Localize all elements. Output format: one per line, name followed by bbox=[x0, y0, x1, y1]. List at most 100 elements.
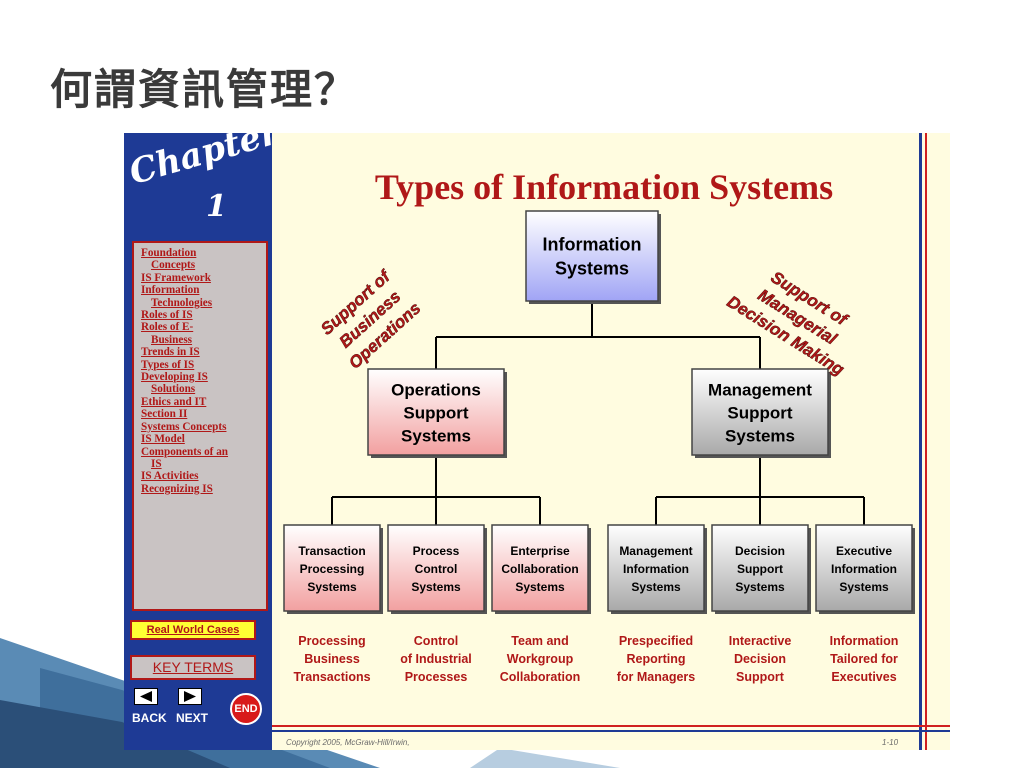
chapter-word: Chapter bbox=[124, 133, 283, 193]
node-leaf bbox=[491, 524, 589, 612]
node-leaf bbox=[387, 524, 485, 612]
leaf-description: Reporting bbox=[626, 652, 685, 666]
chapter-nav-link[interactable]: Systems Concepts bbox=[141, 421, 262, 433]
node-leaf-text: Systems bbox=[839, 580, 889, 594]
node-leaf-text: Control bbox=[415, 562, 458, 576]
chapter-nav-link[interactable]: Developing IS bbox=[141, 371, 262, 383]
chapter-nav-link-text: Developing IS bbox=[141, 371, 208, 384]
node-information-systems-text: Information bbox=[543, 235, 642, 255]
node-leaf bbox=[607, 524, 705, 612]
chapter-nav-link[interactable]: IS Activities bbox=[141, 470, 262, 482]
chapter-badge: Chapter 1 bbox=[125, 133, 283, 225]
node-operations-support-text: Operations bbox=[391, 380, 481, 399]
chapter-nav-link[interactable]: Business bbox=[141, 334, 262, 346]
next-label: NEXT bbox=[176, 711, 209, 725]
footer-rule bbox=[272, 725, 950, 727]
chapter-nav-link[interactable]: IS bbox=[141, 458, 262, 470]
slide-heading: Types of Information Systems bbox=[375, 167, 833, 207]
copyright: Copyright 2005, McGraw-Hill/Irwin, bbox=[286, 738, 410, 747]
chapter-nav-link-text: Roles of IS bbox=[141, 309, 193, 322]
node-operations-support-text: Support bbox=[403, 403, 468, 422]
node-leaf-text: Processing bbox=[300, 562, 365, 576]
chapter-nav-link[interactable]: IS Model bbox=[141, 433, 262, 445]
chapter-nav-link-text: IS Framework bbox=[141, 271, 211, 284]
node-leaf-text: Information bbox=[831, 562, 897, 576]
chapter-nav-link-text: Foundation bbox=[141, 247, 197, 259]
leaf-description: Control bbox=[414, 634, 458, 648]
key-terms-button[interactable]: KEY TERMS bbox=[130, 655, 256, 680]
node-information-systems-text: Systems bbox=[555, 259, 629, 279]
node-leaf bbox=[711, 524, 809, 612]
node-leaf-text: Decision bbox=[735, 544, 785, 558]
chapter-nav-link-text: Recognizing IS bbox=[141, 482, 213, 495]
leaf-description: Tailored for bbox=[830, 652, 898, 666]
chapter-nav-link[interactable]: Roles of IS bbox=[141, 309, 262, 321]
slide-page-number: 1-10 bbox=[882, 738, 899, 747]
back-button[interactable] bbox=[134, 688, 158, 705]
triangle-right-icon bbox=[184, 691, 196, 702]
chapter-nav-link[interactable]: Ethics and IT bbox=[141, 396, 262, 408]
chapter-nav-link-text: Technologies bbox=[151, 296, 213, 309]
node-operations-support-text: Systems bbox=[401, 426, 471, 445]
chapter-nav-link[interactable]: Information bbox=[141, 284, 262, 296]
node-leaf-text: Systems bbox=[411, 580, 461, 594]
chapter-nav-link[interactable]: Concepts bbox=[141, 259, 262, 271]
chapter-nav-link[interactable]: Section II bbox=[141, 408, 262, 420]
chapter-nav-link[interactable]: IS Framework bbox=[141, 272, 262, 284]
chapter-nav-link-text: Ethics and IT bbox=[141, 395, 207, 408]
chapter-nav-link-text: Concepts bbox=[151, 259, 196, 272]
chapter-number: 1 bbox=[206, 189, 227, 224]
leaf-description: Team and bbox=[511, 634, 568, 648]
end-button[interactable]: END bbox=[230, 693, 262, 725]
real-world-cases-button[interactable]: Real World Cases bbox=[130, 620, 256, 640]
node-leaf-text: Systems bbox=[515, 580, 565, 594]
leaf-description: Information bbox=[830, 634, 899, 648]
node-leaf-text: Information bbox=[623, 562, 689, 576]
node-information-systems bbox=[525, 210, 659, 302]
leaf-description: Processing bbox=[298, 634, 365, 648]
chapter-nav-link-text: Information bbox=[141, 284, 200, 297]
leaf-description: Transactions bbox=[293, 670, 370, 684]
leaf-description: Interactive bbox=[729, 634, 792, 648]
chapter-nav-link[interactable]: Solutions bbox=[141, 383, 262, 395]
chapter-nav-link-text: Trends in IS bbox=[141, 346, 200, 359]
node-leaf-text: Enterprise bbox=[510, 544, 570, 558]
chapter-nav-link[interactable]: Roles of E- bbox=[141, 321, 262, 333]
leaf-description: Support bbox=[736, 670, 785, 684]
chapter-nav-link-text: Systems Concepts bbox=[141, 420, 227, 433]
leaf-description: Business bbox=[304, 652, 360, 666]
node-leaf-text: Support bbox=[737, 562, 783, 576]
node-leaf bbox=[815, 524, 913, 612]
back-label: BACK bbox=[132, 711, 167, 725]
node-leaf-text: Systems bbox=[735, 580, 785, 594]
chapter-nav-link[interactable]: Foundation bbox=[141, 247, 262, 259]
node-leaf-text: Systems bbox=[631, 580, 681, 594]
node-leaf-text: Executive bbox=[836, 544, 892, 558]
chapter-nav-link-text: IS bbox=[151, 457, 162, 470]
leaf-description: Collaboration bbox=[500, 670, 581, 684]
node-operations-support bbox=[367, 368, 505, 456]
leaf-description: Processes bbox=[405, 670, 468, 684]
chapter-nav-link-text: IS Activities bbox=[141, 470, 199, 483]
triangle-left-icon bbox=[140, 691, 152, 702]
node-leaf-text: Transaction bbox=[298, 544, 365, 558]
leaf-description: Prespecified bbox=[619, 634, 693, 648]
leaf-description: Decision bbox=[734, 652, 786, 666]
leaf-description: for Managers bbox=[617, 670, 696, 684]
chapter-nav-link-text: Solutions bbox=[151, 383, 196, 396]
chapter-nav-link[interactable]: Recognizing IS bbox=[141, 483, 262, 495]
chapter-nav-link-text: Section II bbox=[141, 408, 188, 421]
page-title: 何謂資訊管理？ bbox=[50, 65, 359, 114]
chapter-nav-link[interactable]: Types of IS bbox=[141, 359, 262, 371]
chapter-nav-link[interactable]: Technologies bbox=[141, 297, 262, 309]
next-button[interactable] bbox=[178, 688, 202, 705]
node-management-support-text: Management bbox=[708, 380, 812, 399]
node-leaf-text: Collaboration bbox=[501, 562, 578, 576]
chapter-nav-link[interactable]: Components of an bbox=[141, 446, 262, 458]
chapter-nav-link[interactable]: Trends in IS bbox=[141, 346, 262, 358]
